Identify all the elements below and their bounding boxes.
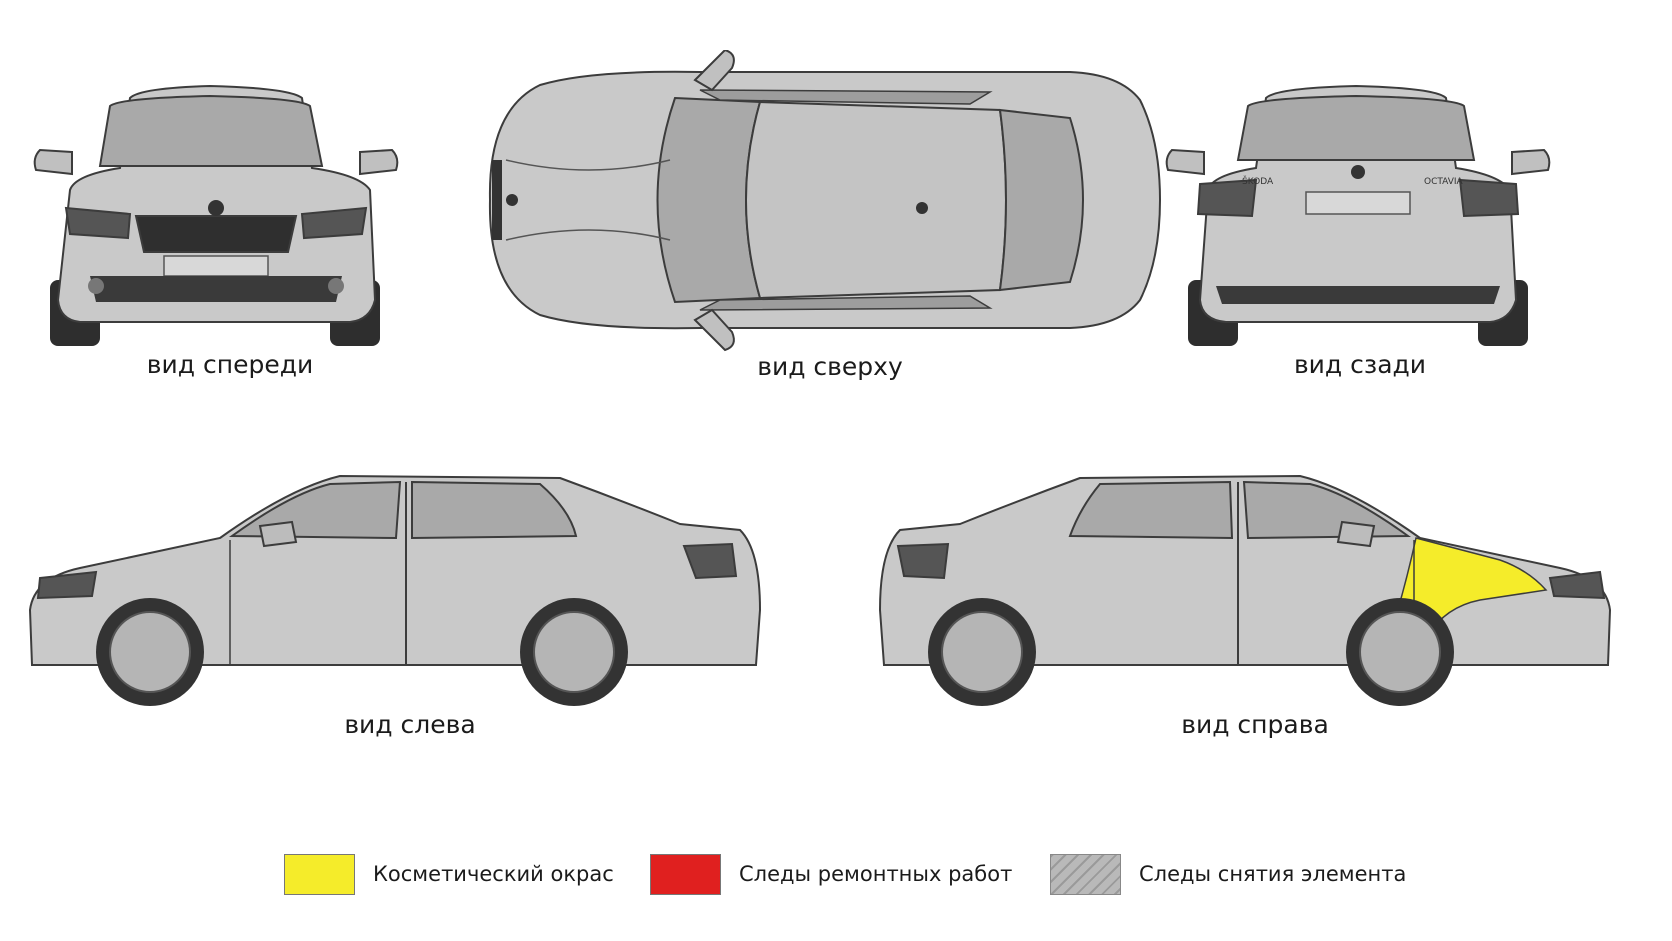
front-view-drawing [33,84,399,346]
front-plate [163,255,269,277]
rear-view: ŠKODA OCTAVIA вид сзади [1160,80,1560,379]
top-view-drawing [488,50,1162,352]
front-logo-icon [208,200,224,216]
right-view-caption: вид справа [1181,710,1329,739]
legend-label-repair: Следы ремонтных работ [739,862,1013,886]
right-view-drawing [878,474,1612,706]
rear-view-caption: вид сзади [1293,350,1427,379]
top-grille [492,160,502,240]
right-front-window [1242,480,1412,540]
legend-item-repair: Следы ремонтных работ [650,852,1012,896]
legend-item-removal: Следы снятия элемента [1050,852,1406,896]
front-lower-intake [90,276,342,302]
right-view: вид справа [860,460,1650,790]
rear-window [1236,94,1476,161]
front-view: вид спереди [30,80,430,379]
top-rear-window [998,108,1084,292]
top-logo-icon [506,194,518,206]
legend-swatch-cosmetic [284,853,355,895]
rear-diffuser [1216,286,1500,304]
top-view: вид сверху [470,50,1190,410]
left-headlight [36,570,98,600]
legend-item-cosmetic: Косметический окрас [284,852,614,896]
front-left-mirror [33,148,73,176]
front-left-headlight [64,206,132,240]
front-view-caption: вид спереди [146,350,314,379]
front-right-foglight [328,278,344,294]
legend: Косметический окрас Следы ремонтных рабо… [0,852,1672,898]
legend-swatch-removal [1050,853,1121,895]
rear-plate [1305,191,1411,215]
top-hood-crease-left [505,159,671,171]
left-taillight [682,542,738,580]
top-left-mirror [693,50,735,92]
right-mirror [1336,520,1376,548]
legend-label-removal: Следы снятия элемента [1139,862,1407,886]
left-view: вид слева [20,460,800,790]
rear-badge-right: OCTAVIA [1424,177,1464,187]
top-roof [745,100,1007,300]
left-view-caption: вид слева [344,710,476,739]
rear-badge-left: ŠKODA [1242,175,1274,187]
rear-logo-icon [1351,165,1365,179]
front-right-headlight [300,206,368,240]
front-right-mirror [359,148,399,176]
right-front-rim [1359,611,1441,693]
legend-label-cosmetic: Косметический окрас [373,862,614,886]
left-mirror [258,520,298,548]
top-windshield [656,96,762,304]
right-rear-window [1068,480,1234,540]
front-windshield [98,94,324,167]
right-headlight [1548,570,1606,600]
right-taillight [896,542,950,580]
rear-view-drawing: ŠKODA OCTAVIA [1165,84,1551,346]
left-rear-window [411,480,578,540]
left-rear-rim [533,611,615,693]
top-right-mirror [693,308,735,352]
rear-left-mirror [1165,148,1205,176]
rear-right-taillight [1458,178,1520,218]
top-left-side-windows [699,89,993,105]
left-view-drawing [28,474,762,706]
top-hood-crease-right [505,229,671,241]
right-rear-rim [941,611,1023,693]
front-grille [134,215,298,253]
legend-swatch-repair [650,853,721,895]
rear-right-mirror [1511,148,1551,176]
left-front-rim [109,611,191,693]
front-left-foglight [88,278,104,294]
rear-left-taillight [1196,178,1258,218]
top-antenna [916,202,928,214]
left-front-window [228,480,402,540]
top-right-side-windows [699,295,993,311]
top-view-caption: вид сверху [757,352,903,381]
